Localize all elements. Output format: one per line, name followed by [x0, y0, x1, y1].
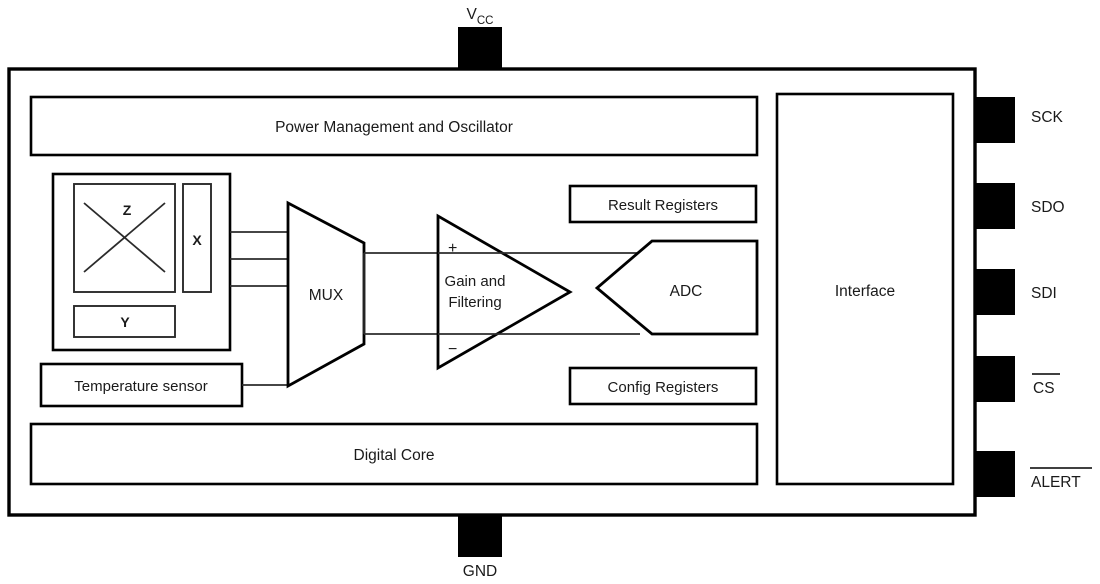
block-label-result-registers: Result Registers — [608, 197, 718, 214]
block-label-digital-core: Digital Core — [354, 447, 435, 464]
sensor-z-cross-icon-2 — [83, 202, 166, 273]
amplifier-negative-terminal: − — [448, 341, 457, 358]
pin-label-cs: CS — [1033, 380, 1055, 397]
pin-label-sck: SCK — [1031, 109, 1064, 126]
pin-label-vcc: VCC — [467, 6, 494, 27]
block-label-power-management: Power Management and Oscillator — [275, 119, 513, 136]
block-result-registers[interactable] — [568, 184, 758, 224]
pin-label-gnd: GND — [463, 563, 497, 580]
block-config-registers[interactable] — [568, 366, 758, 406]
sensor-label-x: X — [192, 232, 202, 248]
block-interface[interactable] — [775, 92, 955, 486]
block-label-config-registers: Config Registers — [608, 379, 719, 396]
pin-label-sdo: SDO — [1031, 199, 1065, 216]
pad-cs[interactable] — [975, 356, 1015, 402]
block-temperature-sensor[interactable] — [39, 362, 244, 408]
block-adc[interactable] — [594, 239, 759, 336]
block-label-adc: ADC — [670, 283, 703, 300]
block-mux[interactable] — [286, 200, 366, 389]
sensor-label-y: Y — [120, 314, 130, 330]
pin-label-sdi: SDI — [1031, 285, 1057, 302]
block-label-interface: Interface — [835, 283, 895, 300]
pad-sck[interactable] — [975, 97, 1015, 143]
block-label-temperature-sensor: Temperature sensor — [74, 378, 207, 395]
block-gain-filtering[interactable] — [436, 213, 573, 371]
block-label-gain-filtering-line2: Filtering — [448, 294, 501, 311]
block-sensor-y[interactable] — [73, 305, 176, 338]
pad-gnd[interactable] — [458, 512, 502, 557]
pad-sdo[interactable] — [975, 183, 1015, 229]
block-power-management[interactable] — [29, 95, 759, 157]
block-label-gain-filtering-line1: Gain and — [445, 273, 506, 290]
pad-vcc[interactable] — [458, 27, 502, 72]
pin-label-vcc-base: V — [467, 6, 478, 23]
amplifier-positive-terminal: + — [448, 240, 457, 257]
block-digital-core[interactable] — [29, 422, 759, 486]
sensor-label-z: Z — [123, 202, 132, 218]
pad-sdi[interactable] — [975, 269, 1015, 315]
pad-alert[interactable] — [975, 451, 1015, 497]
block-sensor-x[interactable] — [182, 183, 212, 293]
block-label-mux: MUX — [309, 287, 344, 304]
pin-label-alert: ALERT — [1031, 474, 1081, 491]
pin-label-vcc-subscript: CC — [477, 15, 494, 27]
